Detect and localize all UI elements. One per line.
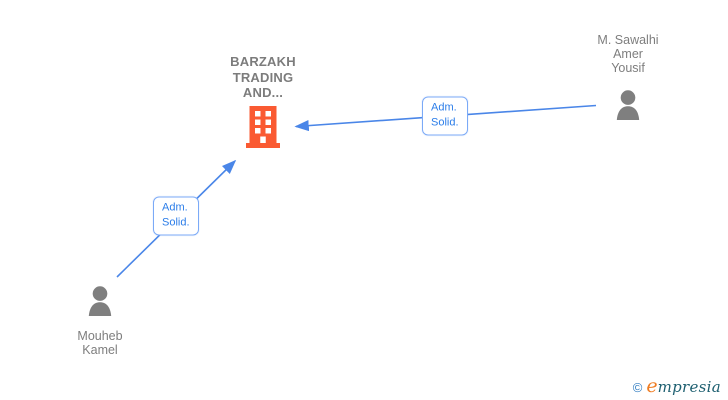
edge-label-line: Adm.	[162, 201, 188, 214]
person-name: Mouheb Kamel	[35, 329, 165, 357]
edge-label-line: Solid.	[162, 216, 190, 229]
person-name-line: Kamel	[82, 343, 118, 357]
copyright-icon: ©	[632, 380, 643, 395]
person-icon	[35, 286, 165, 322]
brand-text: empresia	[646, 375, 721, 397]
company-node-barzakh[interactable]: BARZAKH TRADING AND...	[198, 54, 328, 153]
company-name-line: BARZAKH	[230, 54, 296, 69]
person-name-line: Yousif	[611, 61, 645, 75]
person-node-mouheb[interactable]: Mouheb Kamel	[35, 286, 165, 357]
edge-label-sawalhi-to-company[interactable]: Adm. Solid.	[422, 96, 468, 136]
edge-label-mouheb-to-company[interactable]: Adm. Solid.	[153, 196, 199, 236]
company-name-line: AND...	[242, 85, 284, 100]
person-name: M. Sawalhi Amer Yousif	[563, 33, 693, 75]
brand-initial: e	[646, 375, 658, 397]
person-name-line: Mouheb	[77, 329, 123, 343]
person-icon	[563, 90, 693, 126]
brand-logo[interactable]: © empresia	[632, 375, 721, 397]
building-icon	[198, 105, 328, 153]
person-node-sawalhi[interactable]: M. Sawalhi Amer Yousif	[563, 33, 693, 126]
brand-rest: mpresia	[657, 378, 721, 396]
person-name-line: Amer	[613, 47, 643, 61]
company-name: BARZAKH TRADING AND...	[198, 54, 328, 101]
edge-label-line: Adm.	[431, 101, 457, 114]
person-name-line: M. Sawalhi	[597, 33, 659, 47]
edge-label-line: Solid.	[431, 116, 459, 129]
company-name-line: TRADING	[232, 69, 294, 85]
